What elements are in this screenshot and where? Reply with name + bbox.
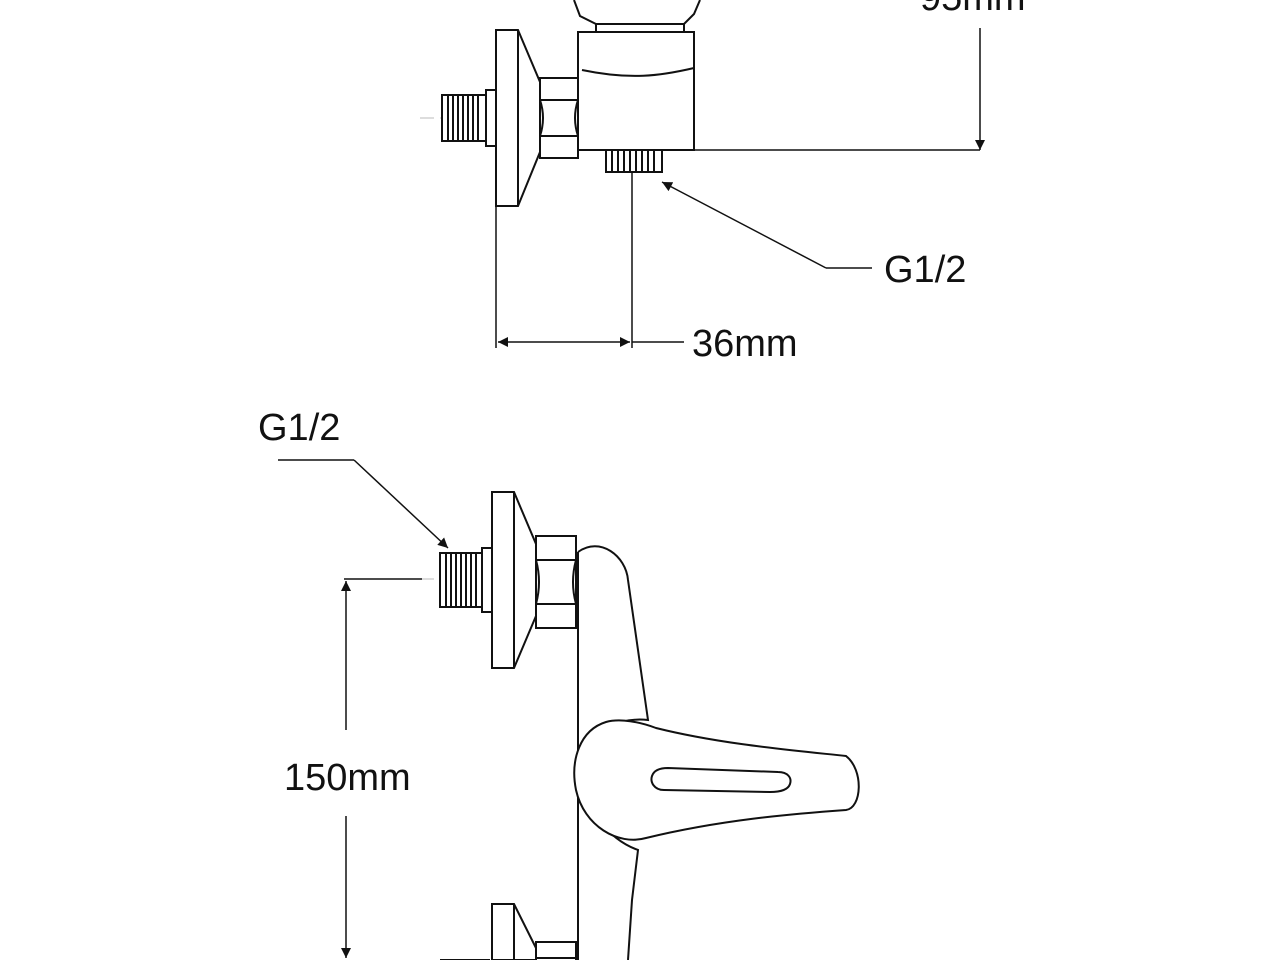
side-view: [420, 0, 701, 207]
dim-height: [694, 28, 985, 151]
lever-handle[interactable]: [573, 719, 860, 841]
side-inlet-thread: [441, 89, 497, 147]
front-hex-nut-lower: [535, 941, 577, 960]
front-inlet-thread-upper: [439, 547, 493, 613]
lever-slot: [650, 766, 792, 794]
side-body: [573, 0, 701, 151]
dim-offset-label: 36mm: [692, 323, 798, 365]
outlet-leader: [661, 181, 872, 269]
side-hex-nut: [539, 77, 579, 159]
side-outlet-thread: [605, 149, 663, 173]
dim-height-label: 95mm: [920, 0, 1026, 19]
front-view: [420, 491, 860, 960]
dim-offset: [495, 172, 684, 348]
outlet-thread-label: G1/2: [884, 249, 966, 291]
dim-spacing: [341, 578, 422, 958]
inlet-thread-label: G1/2: [258, 407, 340, 449]
dim-spacing-label: 150mm: [284, 757, 411, 799]
inlet-leader: [278, 459, 449, 549]
front-hex-nut-upper: [535, 535, 577, 629]
